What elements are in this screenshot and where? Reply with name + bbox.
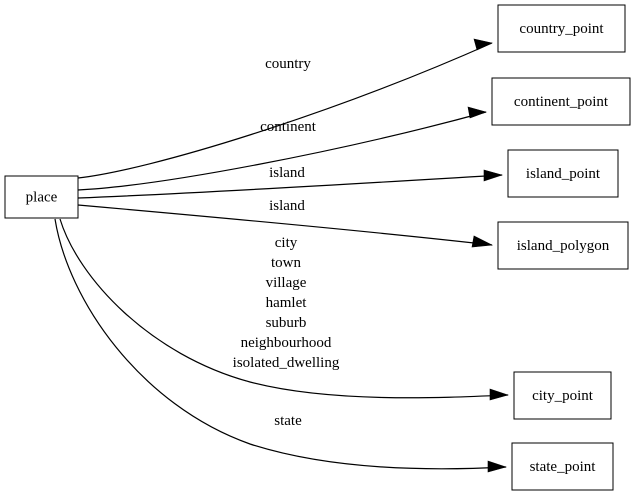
node-city_point-box[interactable] [513,371,612,420]
edge-label-place-to-island_polygon: island [269,198,305,214]
arrowhead-icon-island_point [483,169,504,182]
node-place-box[interactable] [4,175,79,219]
edge-place-to-island_polygon [77,204,493,246]
node-state_point[interactable]: state_point [511,442,614,491]
edge-labels-layer: country continent island island city town vill… [233,56,340,429]
node-city_point[interactable]: city_point [513,371,612,420]
node-island_point-label: island_point [526,166,601,182]
node-city_point-label: city_point [532,388,594,404]
arrowhead-icon-state_point [487,460,508,473]
node-continent_point-label: continent_point [514,94,609,110]
node-state_point-label: state_point [530,459,597,475]
node-place-label: place [26,189,58,205]
edge-place-to-country_point [77,42,493,179]
node-country_point[interactable]: country_point [497,4,626,53]
node-island_polygon[interactable]: island_polygon [497,221,629,270]
arrowhead-icon-city_point [489,388,510,401]
node-island_polygon-box[interactable] [497,221,629,270]
edge-label-place-to-state_point: state [274,413,302,429]
edge-label-place-to-island_point: island [269,165,305,181]
node-island_point-box[interactable] [507,149,619,198]
edge-label-place-to-city_point: city town village hamlet suburb neighbourhood… [233,235,340,371]
edge-label-line: city [275,235,298,251]
edge-label-place-to-continent_point: continent [260,119,317,135]
edge-label-line: neighbourhood [241,335,332,351]
edge-label-line: island [269,165,305,181]
arrowhead-icon-island_polygon [471,235,494,248]
edge-label-line: isolated_dwelling [233,355,340,371]
node-country_point-box[interactable] [497,4,626,53]
edge-label-line: country [265,56,311,72]
node-continent_point-box[interactable] [491,77,631,126]
edge-label-line: suburb [266,315,307,331]
arrowhead-icon-continent_point [467,106,487,119]
node-island_polygon-label: island_polygon [517,238,610,254]
edge-label-place-to-country_point: country [265,56,311,72]
edge-label-line: hamlet [266,295,308,311]
edge-label-line: town [271,255,302,271]
edge-place-to-state_point [54,218,507,470]
edge-place-to-city_point [59,218,509,399]
node-continent_point[interactable]: continent_point [491,77,631,126]
node-country_point-label: country_point [519,21,604,37]
edge-label-line: state [274,413,302,429]
edge-place-to-island_point [77,174,503,199]
node-state_point-box[interactable] [511,442,614,491]
node-island_point[interactable]: island_point [507,149,619,198]
edge-label-line: island [269,198,305,214]
edge-label-line: continent [260,119,317,135]
edges-layer [54,38,510,473]
edge-label-line: village [266,275,307,291]
nodes-layer: place country_point continent_point island_… [4,4,631,491]
arrowhead-icon-country_point [473,38,493,51]
node-place[interactable]: place [4,175,79,219]
edge-place-to-continent_point [77,111,487,191]
